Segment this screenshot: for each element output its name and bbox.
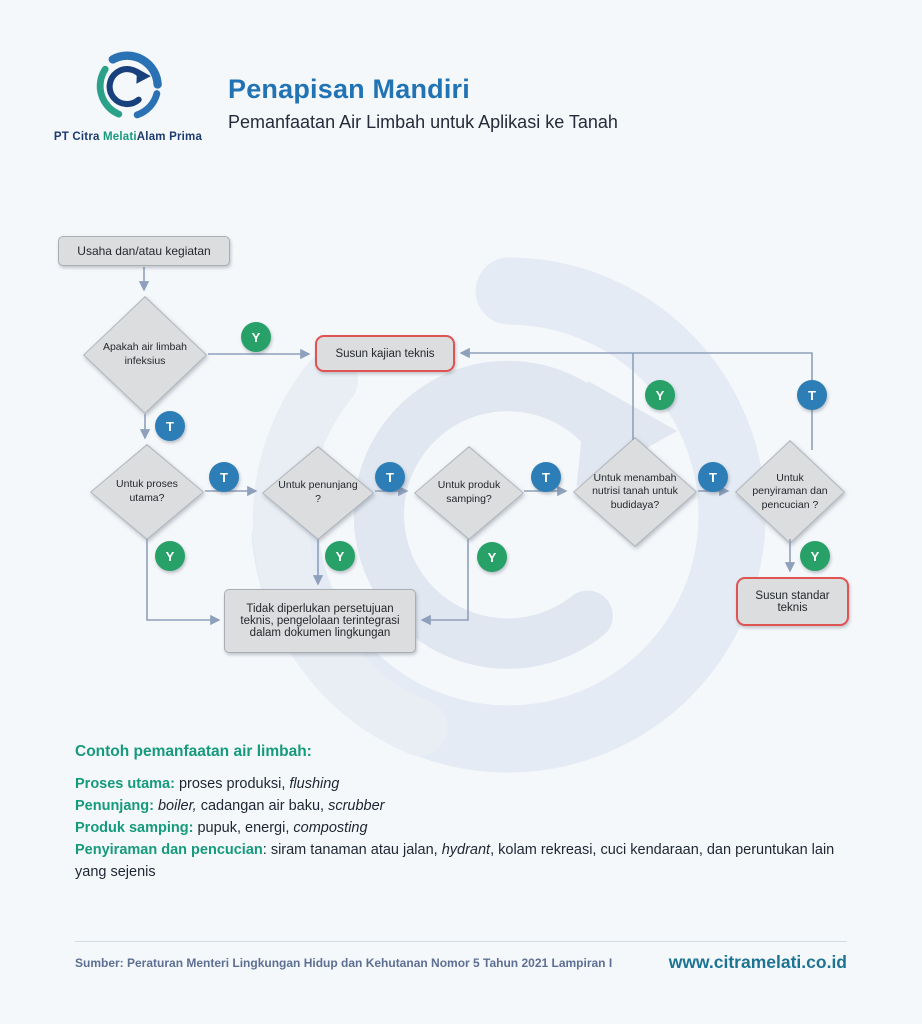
- decision-proses-utama-label: Untuk proses utama?: [116, 478, 178, 504]
- yes-badge-samping: Y: [477, 542, 507, 572]
- no-badge-penunjang: T: [375, 462, 405, 492]
- example-proses-utama-label: Proses utama:: [75, 775, 175, 792]
- example-penyiraman-text2: , kolam rekreasi, cuci kendaraan, dan pe…: [75, 841, 835, 880]
- example-penyiraman-label: Penyiraman dan pencucian: [75, 841, 263, 858]
- decision-infeksius-label: Apakah air limbah infeksius: [102, 341, 188, 367]
- footer-source-text: Sumber: Peraturan Menteri Lingkungan Hid…: [75, 955, 613, 970]
- action-standar-teknis-label: Susun standar teknis: [755, 589, 830, 614]
- no-badge-proses: T: [209, 462, 239, 492]
- footer-website-link[interactable]: www.citramelati.co.id: [668, 952, 847, 972]
- outcome-tidak-diperlukan-label: Tidak diperlukan persetujuan teknis, pen…: [240, 603, 400, 639]
- example-proses-utama-text: proses produksi,: [174, 775, 290, 792]
- example-penunjang-italic2: scrubber: [328, 797, 385, 814]
- decision-nutrisi-tanah-label: Untuk menambah nutrisi tanah untuk budid…: [592, 471, 678, 511]
- yes-badge-nutrisi: Y: [645, 380, 675, 410]
- decision-penyiraman-label: Untuk penyiraman dan pencucian ?: [752, 471, 828, 511]
- page-subtitle: Pemanfaatan Air Limbah untuk Aplikasi ke…: [228, 112, 618, 132]
- company-logo-block: PT Citra MelatiAlam Prima: [42, 48, 214, 143]
- flow-start-label: Usaha dan/atau kegiatan: [77, 244, 211, 258]
- connector-proses-yes-to-tidak: [146, 539, 221, 626]
- footer: Sumber: Peraturan Menteri Lingkungan Hid…: [75, 952, 847, 973]
- example-produk-samping-text: pupuk, energi,: [193, 819, 294, 836]
- company-name-suffix: Alam Prima: [136, 131, 203, 143]
- footer-divider: [75, 941, 847, 942]
- example-penunjang-label: Penunjang:: [75, 797, 154, 814]
- decision-penunjang-label: Untuk penunjang ?: [278, 479, 358, 505]
- decision-produk-samping: Untuk produk samping?: [414, 446, 524, 540]
- examples-section: Contoh pemanfaatan air limbah: Proses ut…: [75, 740, 865, 883]
- connector-penyiraman-no-to-kajian: [459, 347, 813, 450]
- watermark-logo: [251, 257, 766, 773]
- decision-penunjang: Untuk penunjang ?: [262, 446, 374, 540]
- action-standar-teknis: Susun standar teknis: [736, 577, 849, 626]
- example-produk-samping-label: Produk samping:: [75, 819, 194, 836]
- no-badge-infeksius: T: [155, 411, 185, 441]
- yes-badge-proses: Y: [155, 541, 185, 571]
- example-produk-samping: Produk samping: pupuk, energi, compostin…: [75, 817, 865, 839]
- action-kajian-teknis-label: Susun kajian teknis: [335, 347, 435, 360]
- example-penunjang-text: cadangan air baku,: [196, 797, 329, 814]
- connector-samping-yes-to-tidak: [420, 539, 469, 626]
- company-name-green: Melati: [103, 131, 137, 143]
- example-proses-utama: Proses utama: proses produksi, flushing: [75, 773, 865, 795]
- no-badge-samping: T: [531, 462, 561, 492]
- decision-penyiraman: Untuk penyiraman dan pencucian ?: [735, 440, 845, 544]
- example-penyiraman-italic: hydrant: [441, 841, 491, 858]
- page-title: Penapisan Mandiri: [228, 74, 470, 104]
- example-proses-utama-italic: flushing: [289, 775, 340, 792]
- company-logo-icon: [96, 51, 162, 119]
- outcome-tidak-diperlukan: Tidak diperlukan persetujuan teknis, pen…: [224, 589, 416, 653]
- no-badge-penyiraman: T: [797, 380, 827, 410]
- title-block: Penapisan Mandiri Pemanfaatan Air Limbah…: [228, 74, 618, 133]
- example-penunjang-italic1: boiler,: [153, 797, 197, 814]
- decision-nutrisi-tanah: Untuk menambah nutrisi tanah untuk budid…: [573, 437, 697, 547]
- action-kajian-teknis: Susun kajian teknis: [315, 335, 455, 372]
- decision-produk-samping-label: Untuk produk samping?: [437, 479, 501, 505]
- example-produk-samping-italic: composting: [293, 819, 368, 836]
- example-penyiraman: Penyiraman dan pencucian: siram tanaman …: [75, 839, 865, 883]
- no-badge-nutrisi: T: [698, 462, 728, 492]
- yes-badge-penyiraman: Y: [800, 541, 830, 571]
- company-name-prefix: PT Citra: [53, 131, 103, 143]
- decision-proses-utama: Untuk proses utama?: [90, 444, 204, 540]
- flow-start-node: Usaha dan/atau kegiatan: [58, 236, 230, 266]
- yes-badge-infeksius: Y: [241, 322, 271, 352]
- company-name: PT Citra MelatiAlam Prima: [42, 131, 214, 143]
- example-penunjang: Penunjang: boiler, cadangan air baku, sc…: [75, 795, 865, 817]
- examples-heading: Contoh pemanfaatan air limbah:: [75, 743, 312, 760]
- yes-badge-penunjang: Y: [325, 541, 355, 571]
- decision-infeksius: Apakah air limbah infeksius: [83, 296, 207, 414]
- example-penyiraman-text1: : siram tanaman atau jalan,: [262, 841, 442, 858]
